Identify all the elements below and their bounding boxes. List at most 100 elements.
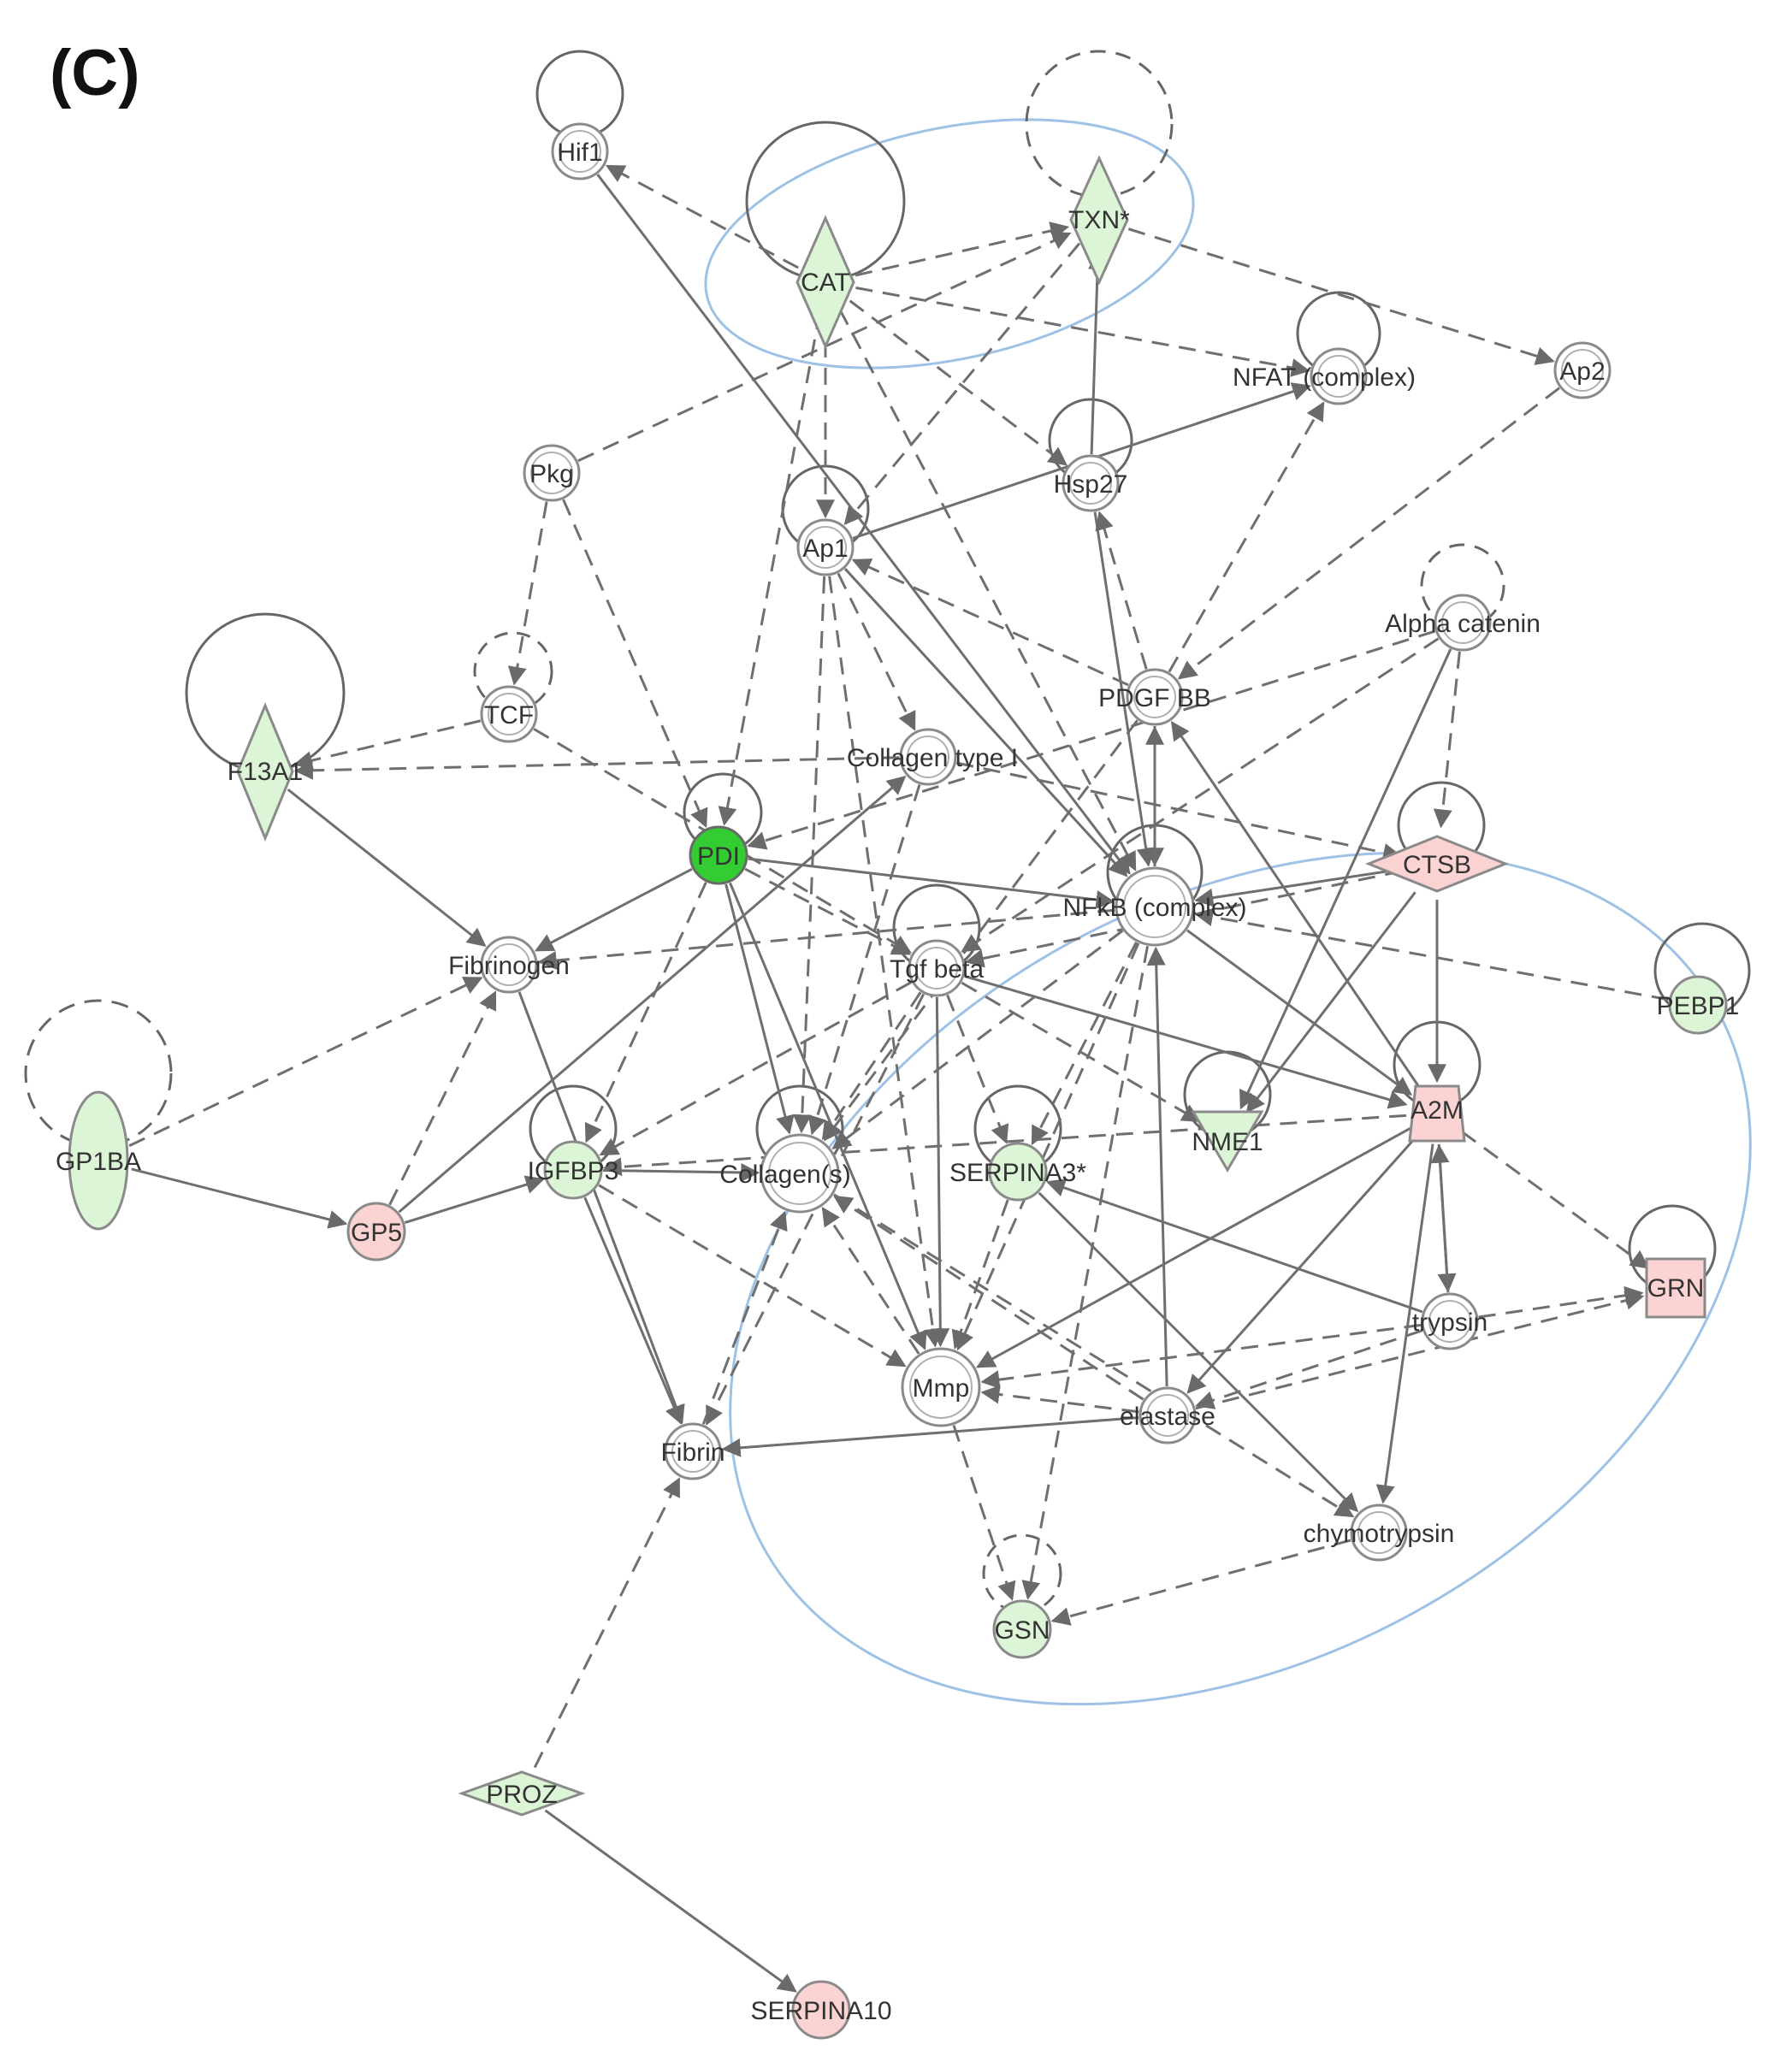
edge-collagen-type-i-to-f13a1 <box>293 756 900 780</box>
node-label: GP5 <box>351 1219 402 1247</box>
edge-hsp27-to-nfkb <box>1093 511 1156 867</box>
node-pdgf-bb[interactable]: PDGF BB <box>1098 668 1211 726</box>
edge-gp5-to-collagen-type-i <box>398 776 907 1214</box>
node-trypsin[interactable]: trypsin <box>1412 1292 1487 1350</box>
node-ap2[interactable]: Ap2 <box>1553 341 1612 399</box>
node-collagen-type-i[interactable]: Collagen type I <box>847 728 1018 786</box>
edge-nfkb-to-serpina3 <box>1031 942 1138 1146</box>
node-gp1ba[interactable]: GP1BA <box>56 1090 141 1231</box>
node-label: Collagen type I <box>847 744 1018 772</box>
edge-tcf-to-f13a1 <box>293 719 482 770</box>
node-hif1[interactable]: Hif1 <box>551 122 609 180</box>
edge-ctsb-to-nme1 <box>1245 891 1416 1114</box>
edge-trypsin-to-a2m <box>1430 1143 1450 1293</box>
node-serpina10[interactable]: SERPINA10 <box>750 1980 892 2040</box>
edge-pdgf-bb-to-nfat <box>1168 401 1325 673</box>
edge-tgf-beta-to-nme1 <box>961 981 1202 1123</box>
edge-pdi-to-mmp <box>729 882 927 1350</box>
node-pdi[interactable]: PDI <box>689 825 748 885</box>
edge-ap1-to-collagen-type-i <box>837 572 916 731</box>
edge-mmp-to-gsn <box>952 1425 1016 1602</box>
node-cat[interactable]: CAT <box>795 215 855 350</box>
edge-nfkb-to-a2m <box>1186 929 1413 1096</box>
node-label: PEBP1 <box>1657 992 1740 1020</box>
node-fibrinogen[interactable]: Fibrinogen <box>448 936 570 994</box>
node-ap1[interactable]: Ap1 <box>796 518 855 576</box>
node-tcf[interactable]: TCF <box>480 685 538 743</box>
node-collagens[interactable]: Collagen(s) <box>719 1133 851 1214</box>
edge-elastase-to-nfkb <box>1146 946 1168 1387</box>
node-label: A2M <box>1411 1096 1464 1125</box>
node-gsn[interactable]: GSN <box>992 1599 1052 1659</box>
edge-proz-to-fibrin <box>533 1477 681 1769</box>
node-label: chymotrypsin <box>1304 1520 1455 1548</box>
edge-nfkb-to-collagens <box>831 930 1124 1149</box>
node-label: PROZ <box>486 1781 557 1809</box>
node-elastase[interactable]: elastase <box>1120 1386 1215 1444</box>
edge-tgf-beta-to-mmp <box>931 996 950 1348</box>
node-tgf-beta[interactable]: Tgf beta <box>890 939 984 997</box>
edge-tgf-beta-to-a2m <box>964 975 1408 1109</box>
node-label: Ap2 <box>1559 357 1605 386</box>
edge-tgf-beta-to-collagens <box>821 991 922 1141</box>
node-nfkb[interactable]: NFkB (complex) <box>1062 866 1247 947</box>
node-label: elastase <box>1120 1403 1215 1431</box>
edge-collagens-to-chymotrypsin <box>833 1193 1355 1518</box>
edge-igfbp3-to-collagens <box>602 1162 760 1182</box>
edge-pkg-to-pdi <box>562 499 708 829</box>
node-label: Tgf beta <box>890 955 984 984</box>
node-pebp1[interactable]: PEBP1 <box>1657 975 1740 1035</box>
nodes: Hif1 CAT TXN* NFAT (complex) Ap2 Pkg <box>56 122 1740 2040</box>
node-f13a1[interactable]: F13A1 <box>228 702 303 842</box>
node-txn[interactable]: TXN* <box>1068 155 1130 286</box>
node-label: NME1 <box>1192 1128 1263 1156</box>
edge-tcf-to-tgf-beta <box>533 728 912 954</box>
node-mmp[interactable]: Mmp <box>901 1347 981 1427</box>
panel-label: (C) <box>50 37 140 109</box>
edge-ap1-to-collagens <box>792 576 826 1134</box>
node-label: Fibrinogen <box>448 952 570 980</box>
edge-igfbp3-to-fibrin <box>583 1196 683 1425</box>
edge-gp1ba-to-fibrinogen <box>128 977 483 1148</box>
edge-f13a1-to-fibrinogen <box>287 788 487 947</box>
node-nfat[interactable]: NFAT (complex) <box>1233 347 1416 405</box>
edge-serpina3-to-chymotrypsin <box>1038 1191 1359 1513</box>
edge-cat-to-hsp27 <box>849 299 1068 466</box>
node-gp5[interactable]: GP5 <box>346 1202 406 1261</box>
node-label: Alpha catenin <box>1385 610 1541 638</box>
node-fibrin[interactable]: Fibrin <box>660 1422 725 1480</box>
node-proz[interactable]: PROZ <box>458 1770 586 1817</box>
edge-ap1-to-mmp <box>828 576 943 1348</box>
node-label: NFkB (complex) <box>1062 894 1246 922</box>
node-igfbp3[interactable]: IGFBP3 <box>528 1140 619 1200</box>
node-hsp27[interactable]: Hsp27 <box>1054 454 1128 512</box>
node-a2m[interactable]: A2M <box>1408 1084 1466 1143</box>
edge-nfkb-to-mmp <box>955 942 1140 1351</box>
highlight-ellipse-top <box>704 118 1195 369</box>
node-serpina3[interactable]: SERPINA3* <box>949 1142 1086 1202</box>
node-label: IGFBP3 <box>528 1157 619 1185</box>
node-nme1[interactable]: NME1 <box>1191 1110 1264 1173</box>
node-pkg[interactable]: Pkg <box>523 444 581 502</box>
edge-elastase-to-mmp <box>980 1385 1139 1414</box>
edge-gp1ba-to-gp5 <box>131 1167 348 1229</box>
node-label: TXN* <box>1068 206 1130 234</box>
edge-elastase-to-grn <box>1195 1291 1645 1410</box>
node-label: Hsp27 <box>1054 470 1128 499</box>
edge-alpha-catenin-to-tgf-beta <box>961 637 1440 953</box>
edge-mmp-to-collagens <box>821 1207 920 1355</box>
edge-pdgf-bb-to-collagens <box>823 719 1138 1142</box>
edge-cat-to-nfkb <box>838 309 1137 871</box>
node-label: SERPINA10 <box>750 1997 891 2025</box>
self-loops <box>24 50 1751 1614</box>
node-ctsb[interactable]: CTSB <box>1364 835 1510 893</box>
node-grn[interactable]: GRN <box>1645 1257 1706 1319</box>
node-label: NFAT (complex) <box>1233 363 1416 392</box>
node-label: Hif1 <box>557 139 602 167</box>
edge-igfbp3-to-mmp <box>598 1184 907 1368</box>
edge-trypsin-to-grn <box>1478 1285 1644 1319</box>
node-chymotrypsin[interactable]: chymotrypsin <box>1304 1504 1455 1562</box>
node-alpha-catenin[interactable]: Alpha catenin <box>1385 594 1541 652</box>
edge-txn-to-ap1 <box>843 242 1081 526</box>
